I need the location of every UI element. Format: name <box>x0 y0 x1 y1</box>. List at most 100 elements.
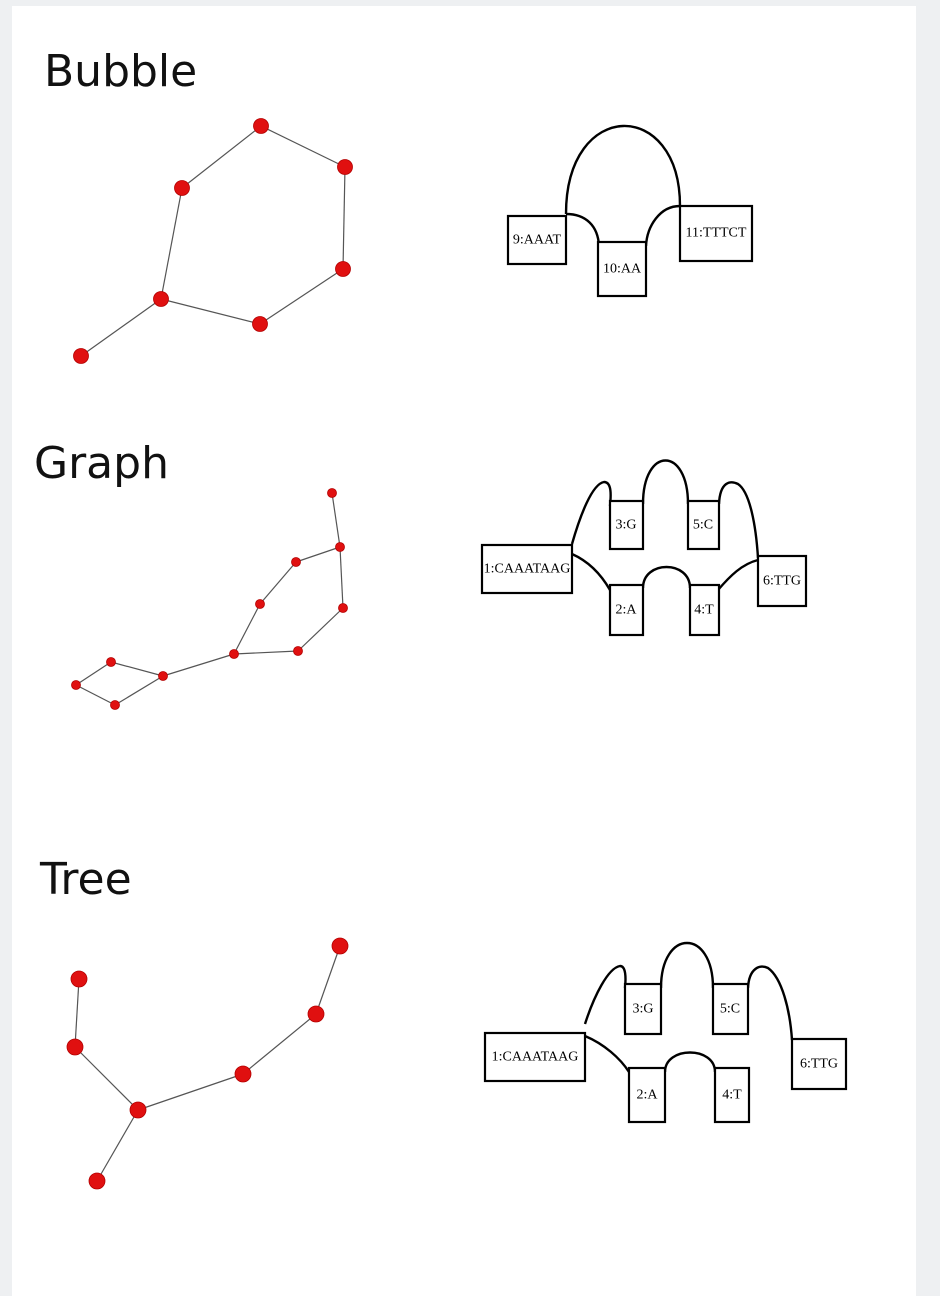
edge <box>233 603 261 655</box>
edge <box>242 1013 317 1075</box>
edge <box>315 945 341 1015</box>
node <box>70 970 88 988</box>
edge <box>181 125 262 189</box>
node <box>293 646 303 656</box>
bubble-sequence-diagram: 9:AAAT 10:AA 11:TTTCT <box>506 124 754 298</box>
graph-sequence-diagram: 1:CAAATAAG 3:G 5:C 2:A 4:T 6:TTG <box>480 459 808 637</box>
section-title-tree: Tree <box>40 854 132 905</box>
edge <box>233 650 299 655</box>
box-4-t: 4:T <box>688 583 721 637</box>
edge <box>96 1109 139 1182</box>
tree-sequence-diagram: 1:CAAATAAG 3:G 5:C 2:A 4:T 6:TTG <box>483 941 848 1124</box>
node <box>331 937 349 955</box>
node <box>71 680 81 690</box>
box-label: 11:TTTCT <box>686 226 747 241</box>
box-11-tttct: 11:TTTCT <box>678 204 754 263</box>
box-label: 2:A <box>616 603 638 618</box>
section-title-graph: Graph <box>34 438 169 489</box>
edge <box>260 125 346 168</box>
graph-node-graph: 1:CAAATAAG 3:G 5:C 2:A 4:T 6:TTG <box>71 459 808 710</box>
tree-edges <box>74 945 341 1182</box>
node <box>106 657 116 667</box>
edge <box>74 1046 139 1111</box>
box-label: 6:TTG <box>763 574 801 589</box>
edge <box>259 268 344 325</box>
edge <box>331 492 341 548</box>
bubble-node-graph: 9:AAAT 10:AA 11:TTTCT <box>73 118 754 364</box>
box-label: 2:A <box>637 1088 659 1103</box>
edge <box>75 684 116 706</box>
section-title-bubble: Bubble <box>44 46 198 97</box>
edge <box>74 978 80 1048</box>
edge <box>80 298 162 357</box>
box-5-c: 5:C <box>686 499 721 551</box>
box-label: 1:CAAATAAG <box>484 562 571 577</box>
figure-card: Bubble 9:AAAT <box>12 6 916 1296</box>
box-label: 4:T <box>694 603 714 618</box>
graph-edges <box>75 492 344 706</box>
node <box>253 118 269 134</box>
arc <box>641 459 690 505</box>
node <box>73 348 89 364</box>
arc <box>641 565 692 589</box>
box-10-aa: 10:AA <box>596 240 648 298</box>
arc <box>663 1051 717 1073</box>
box-label: 1:CAAATAAG <box>492 1050 579 1065</box>
node <box>255 599 265 609</box>
node <box>229 649 239 659</box>
arc <box>564 124 682 215</box>
bubble-edges <box>80 125 346 357</box>
box-label: 10:AA <box>603 262 642 277</box>
arc <box>584 1034 631 1073</box>
box-3-g: 3:G <box>623 982 663 1036</box>
edge <box>160 187 183 300</box>
box-1-caaataag: 1:CAAATAAG <box>480 543 574 595</box>
node <box>252 316 268 332</box>
node <box>337 159 353 175</box>
arc <box>659 941 715 989</box>
node <box>110 700 120 710</box>
arc <box>583 964 627 1025</box>
edge <box>160 298 261 325</box>
tree-node-graph: 1:CAAATAAG 3:G 5:C 2:A 4:T 6:TTG <box>66 937 848 1190</box>
node <box>129 1101 147 1119</box>
node <box>338 603 348 613</box>
edge <box>259 561 297 605</box>
edge <box>137 1073 244 1111</box>
node <box>66 1038 84 1056</box>
edge <box>297 607 344 652</box>
box-label: 9:AAAT <box>513 233 562 248</box>
arc <box>746 965 794 1041</box>
node <box>307 1005 325 1023</box>
node <box>234 1065 252 1083</box>
box-label: 5:C <box>693 518 713 533</box>
box-label: 4:T <box>722 1088 742 1103</box>
box-2-a: 2:A <box>608 583 645 637</box>
edge <box>295 546 341 563</box>
arc <box>571 552 612 591</box>
arc <box>570 480 612 545</box>
node <box>327 488 337 498</box>
box-6-ttg: 6:TTG <box>790 1037 848 1091</box>
edge <box>339 546 344 609</box>
graph-nodes <box>71 488 348 710</box>
edge <box>75 661 112 686</box>
bubble-nodes <box>73 118 353 364</box>
tree-nodes <box>66 937 349 1190</box>
box-1-caaataag: 1:CAAATAAG <box>483 1031 587 1083</box>
edge <box>110 661 164 677</box>
box-label: 6:TTG <box>800 1057 838 1072</box>
box-label: 3:G <box>633 1002 654 1017</box>
edge <box>162 653 235 677</box>
node <box>174 180 190 196</box>
node <box>335 261 351 277</box>
edge <box>342 166 346 270</box>
box-3-g: 3:G <box>608 499 645 551</box>
box-2-a: 2:A <box>627 1066 667 1124</box>
box-4-t: 4:T <box>713 1066 751 1124</box>
node <box>291 557 301 567</box>
box-label: 5:C <box>720 1002 740 1017</box>
node <box>153 291 169 307</box>
box-6-ttg: 6:TTG <box>756 554 808 608</box>
arc <box>717 558 759 591</box>
